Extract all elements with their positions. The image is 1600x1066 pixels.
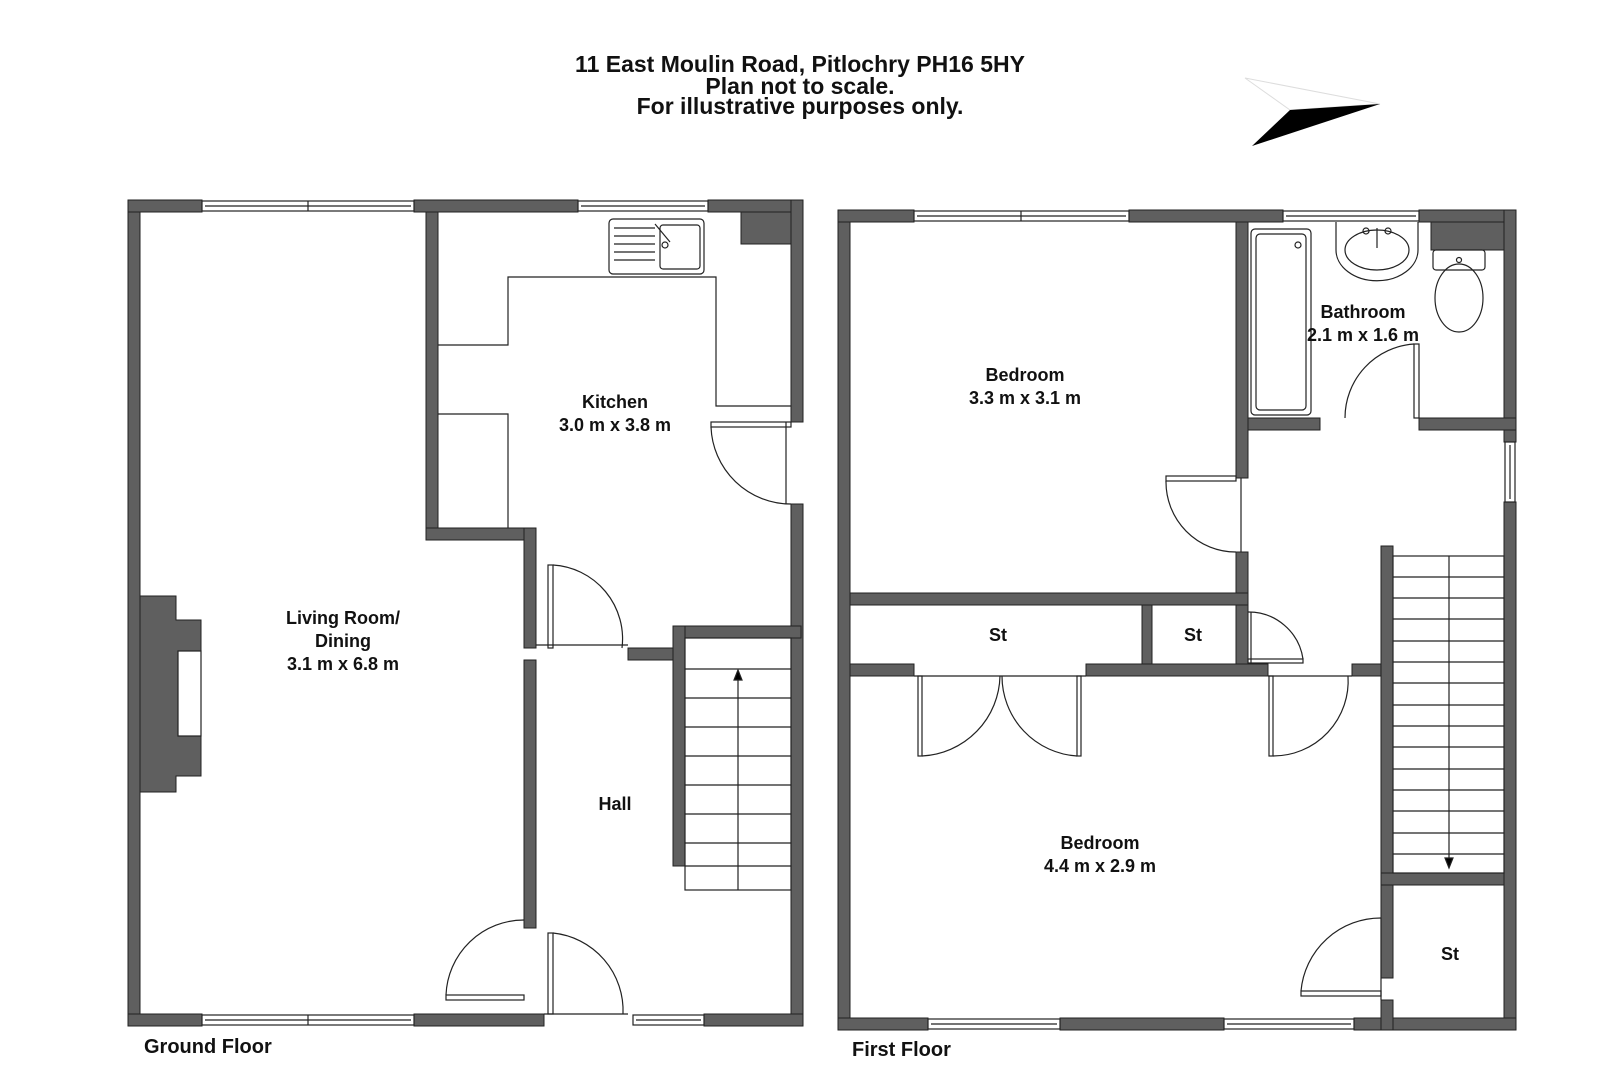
door-icon — [536, 564, 628, 649]
room-size: 3.3 m x 3.1 m — [968, 388, 1082, 408]
door-icon — [1268, 675, 1352, 757]
first-floor-plan — [837, 209, 1517, 1031]
door-icon — [1165, 475, 1242, 553]
window-icon — [577, 200, 709, 212]
staircase-icon — [1392, 555, 1505, 874]
door-icon — [1001, 675, 1082, 757]
room-label-bedroom-1: Bedroom 3.3 m x 3.1 m — [968, 365, 1082, 408]
window-icon — [913, 210, 1130, 222]
room-label-store-3: St — [1441, 944, 1459, 964]
room-size: 3.0 m x 3.8 m — [558, 415, 672, 435]
floor-label-first: First Floor — [852, 1039, 951, 1061]
first-floor-fixtures — [913, 210, 1516, 1030]
ground-floor-fixtures — [177, 200, 792, 1026]
ground-floor-plan — [127, 199, 804, 1027]
bathtub-icon — [1250, 228, 1312, 416]
room-size: 2.1 m x 1.6 m — [1306, 325, 1420, 345]
door-icon — [445, 919, 525, 1001]
window-icon — [927, 1018, 1061, 1030]
room-label-hall: Hall — [598, 794, 632, 814]
staircase-icon — [684, 637, 792, 891]
door-icon — [544, 932, 628, 1015]
room-label-bedroom-2: Bedroom 4.4 m x 2.9 m — [1043, 833, 1157, 876]
door-icon — [1247, 611, 1304, 664]
north-arrow-icon — [1244, 77, 1381, 146]
basin-icon — [1335, 222, 1419, 282]
window-icon — [201, 200, 415, 212]
window-icon — [632, 1014, 705, 1026]
window-icon — [1223, 1018, 1355, 1030]
door-icon — [1300, 917, 1382, 1000]
door-icon — [917, 675, 1001, 757]
room-size: 3.1 m x 6.8 m — [286, 654, 400, 674]
room-label-store-1: St — [989, 625, 1007, 645]
door-icon — [1344, 343, 1420, 419]
toilet-icon — [1432, 249, 1486, 333]
floor-label-ground: Ground Floor — [144, 1036, 272, 1058]
address-title: 11 East Moulin Road, Pitlochry PH16 5HY — [575, 51, 1025, 77]
room-label-bathroom: Bathroom 2.1 m x 1.6 m — [1306, 302, 1420, 345]
room-label-living-room: Living Room/ Dining 3.1 m x 6.8 m — [286, 608, 400, 674]
window-icon — [1282, 210, 1420, 222]
room-label-kitchen: Kitchen 3.0 m x 3.8 m — [558, 392, 672, 435]
scale-disclaimer: Plan not to scale. — [705, 73, 895, 99]
room-size: 4.4 m x 2.9 m — [1043, 856, 1157, 876]
window-icon — [201, 1014, 415, 1026]
room-label-store-2: St — [1184, 625, 1202, 645]
sink-icon — [608, 218, 705, 275]
illustrative-disclaimer: For illustrative purposes only. — [636, 93, 964, 119]
window-icon — [1504, 441, 1516, 503]
door-icon — [710, 421, 792, 505]
